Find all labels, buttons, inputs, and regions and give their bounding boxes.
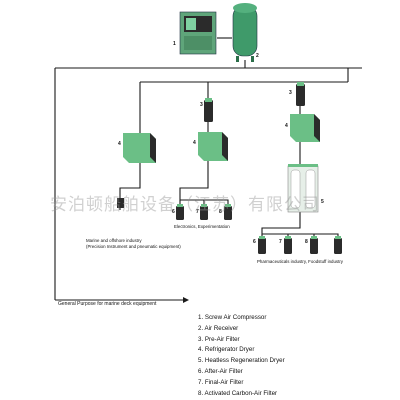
callout-8-mid: 8 [219,209,222,215]
legend-item: 1. Screw Air Compressor [198,314,267,321]
screw-air-compressor [179,11,217,55]
marine-filter [117,198,124,208]
legend-item: 2. Air Receiver [198,324,239,332]
filter-after-pharma [258,236,266,254]
caption-marine-line1: Marine and offshore industry [86,238,142,243]
callout-6-mid: 6 [172,209,175,215]
callout-4-right: 4 [285,123,288,129]
callout-3-mid: 3 [200,102,203,108]
callout-3-right: 3 [289,90,292,96]
callout-1: 1 [173,41,176,47]
legend-item: 3. Pre-Air Filter [198,335,240,343]
air-receiver-tank [232,3,258,62]
filter-after-mid [176,204,184,220]
caption-pharma: Pharmaceuticals industry, Foodstuff indu… [257,259,343,264]
legend-item: 6. After-Air Filter [198,367,243,375]
pipe-network [54,37,362,303]
filter-extra-pharma [334,236,342,254]
callout-4-mid: 4 [193,140,196,146]
filter-carbon-pharma [310,236,318,254]
callout-6-pharma: 6 [253,239,256,245]
callout-4-left: 4 [118,141,121,147]
refrigerator-dryer-left [123,133,156,163]
filter-final-pharma [284,236,292,254]
caption-electronics: Electronics, Experimentation [174,224,230,229]
heatless-regeneration-dryer [287,164,319,213]
legend-item: 8. Activated Carbon-Air Filter [198,389,278,397]
pre-air-filter-mid [204,98,213,122]
legend-list: 1. Screw Air Compressor 2. Air Receiver … [198,313,285,399]
filter-carbon-mid [224,204,232,220]
callout-5: 5 [321,199,324,205]
legend-item: 5. Heatless Regeneration Dryer [198,357,285,365]
filter-final-mid [200,204,208,220]
refrigerator-dryer-right [290,114,320,142]
pipe-mid-down [179,160,229,207]
pre-air-filter-right [296,82,305,106]
callout-2: 2 [256,53,259,59]
legend-item: 4. Refrigerator Dryer [198,346,255,354]
caption-marine-line2: (Precision Instrument and pneumatic equi… [86,244,181,249]
caption-general-purpose: General Purpose for marine deck equipmen… [58,301,157,307]
refrigerator-dryer-mid [198,132,228,161]
legend-item: 7. Final-Air Filter [198,378,244,386]
watermark-text: 安泊顿船舶设备（江苏）有限公司 [50,195,320,215]
pipe-pharma-out [261,212,339,240]
callout-7-mid: 7 [196,209,199,215]
callout-7-pharma: 7 [279,239,282,245]
callout-8-pharma: 8 [305,239,308,245]
